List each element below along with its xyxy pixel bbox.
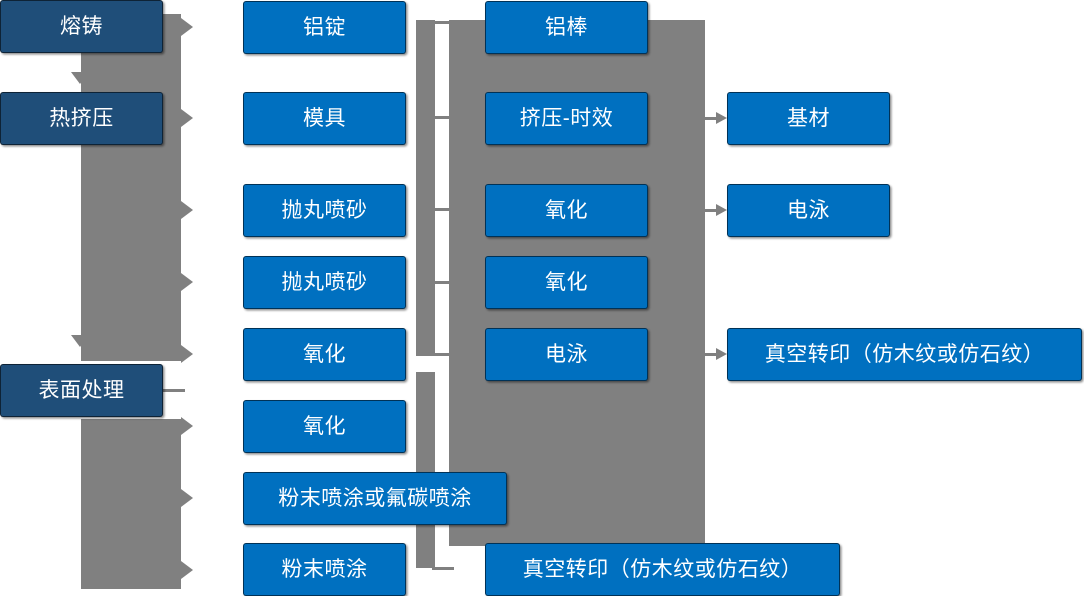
stage-label-surface-treatment: 表面处理 — [38, 378, 125, 402]
process-label-powder-or-fluorocarbon-coating: 粉末喷涂或氟碳喷涂 — [278, 486, 472, 510]
process-label-mould: 模具 — [303, 106, 346, 130]
branch-arrow-b6 — [181, 417, 193, 435]
stage-box-melt-casting[interactable]: 熔铸 — [0, 0, 163, 53]
branch-arrow-b2 — [181, 109, 193, 127]
stage-box-surface-treatment[interactable]: 表面处理 — [0, 364, 163, 417]
process-box-powder-coating[interactable]: 粉末喷涂 — [243, 543, 406, 596]
process-box-vacuum-transfer-printing-bottom[interactable]: 真空转印（仿木纹或仿石纹） — [485, 543, 840, 596]
flow-arrow-electrophoresis — [705, 204, 727, 216]
process-box-extrusion-aging[interactable]: 挤压-时效 — [485, 92, 648, 145]
process-label-oxidation-b1: 氧化 — [303, 342, 346, 366]
connector-stub-c2 — [432, 116, 454, 119]
process-box-electrophoresis-c[interactable]: 电泳 — [485, 328, 648, 381]
process-label-aluminum-bar: 铝棒 — [545, 15, 588, 39]
process-label-electrophoresis-c: 电泳 — [545, 342, 588, 366]
connector-stub-c1 — [432, 21, 454, 24]
connector-stub-surface — [163, 389, 185, 392]
connector-bar-mid-upper — [416, 20, 435, 356]
output-box-vacuum-transfer-printing[interactable]: 真空转印（仿木纹或仿石纹） — [727, 328, 1082, 381]
process-box-aluminum-ingot[interactable]: 铝锭 — [243, 1, 406, 54]
branch-arrow-down-1 — [71, 72, 89, 84]
connector-stub-c6 — [432, 567, 454, 570]
stage-label-hot-extrusion: 热挤压 — [49, 106, 114, 130]
branch-arrow-b1 — [181, 18, 193, 36]
output-label-electrophoresis: 电泳 — [787, 198, 830, 222]
process-box-oxidation-c2[interactable]: 氧化 — [485, 256, 648, 309]
process-label-extrusion-aging: 挤压-时效 — [519, 106, 614, 130]
process-label-shot-blasting-2: 抛丸喷砂 — [281, 270, 368, 294]
process-box-oxidation-c1[interactable]: 氧化 — [485, 184, 648, 237]
branch-arrow-b7 — [181, 489, 193, 507]
process-label-oxidation-b2: 氧化 — [303, 414, 346, 438]
process-box-shot-blasting-2[interactable]: 抛丸喷砂 — [243, 256, 406, 309]
process-box-powder-or-fluorocarbon-coating[interactable]: 粉末喷涂或氟碳喷涂 — [243, 472, 507, 525]
process-label-shot-blasting-1: 抛丸喷砂 — [281, 198, 368, 222]
flow-arrow-vacuum-transfer-printing — [705, 348, 727, 360]
connector-bar-mid-lower — [416, 372, 435, 568]
process-label-vacuum-transfer-printing-bottom: 真空转印（仿木纹或仿石纹） — [522, 557, 803, 581]
process-box-mould[interactable]: 模具 — [243, 92, 406, 145]
output-label-vacuum-transfer-printing: 真空转印（仿木纹或仿石纹） — [764, 342, 1045, 366]
output-label-base-material: 基材 — [787, 106, 830, 130]
branch-arrow-b8 — [181, 561, 193, 579]
branch-arrow-down-2 — [71, 335, 89, 347]
branch-arrow-b5 — [181, 345, 193, 363]
process-label-powder-coating: 粉末喷涂 — [281, 557, 368, 581]
connector-stub-c5 — [432, 353, 454, 356]
process-box-shot-blasting-1[interactable]: 抛丸喷砂 — [243, 184, 406, 237]
connector-stub-c3 — [432, 208, 454, 211]
process-box-aluminum-bar[interactable]: 铝棒 — [485, 1, 648, 54]
flow-arrow-base-material — [705, 112, 727, 124]
stage-label-melt-casting: 熔铸 — [60, 14, 103, 38]
branch-arrow-b3 — [181, 201, 193, 219]
process-label-aluminum-ingot: 铝锭 — [303, 15, 346, 39]
process-box-oxidation-b1[interactable]: 氧化 — [243, 328, 406, 381]
connector-stub-c4 — [432, 281, 454, 284]
output-box-electrophoresis[interactable]: 电泳 — [727, 184, 890, 237]
output-box-base-material[interactable]: 基材 — [727, 92, 890, 145]
stage-box-hot-extrusion[interactable]: 热挤压 — [0, 92, 163, 145]
branch-arrow-b4 — [181, 273, 193, 291]
process-box-oxidation-b2[interactable]: 氧化 — [243, 400, 406, 453]
process-label-oxidation-c2: 氧化 — [545, 270, 588, 294]
process-label-oxidation-c1: 氧化 — [545, 198, 588, 222]
